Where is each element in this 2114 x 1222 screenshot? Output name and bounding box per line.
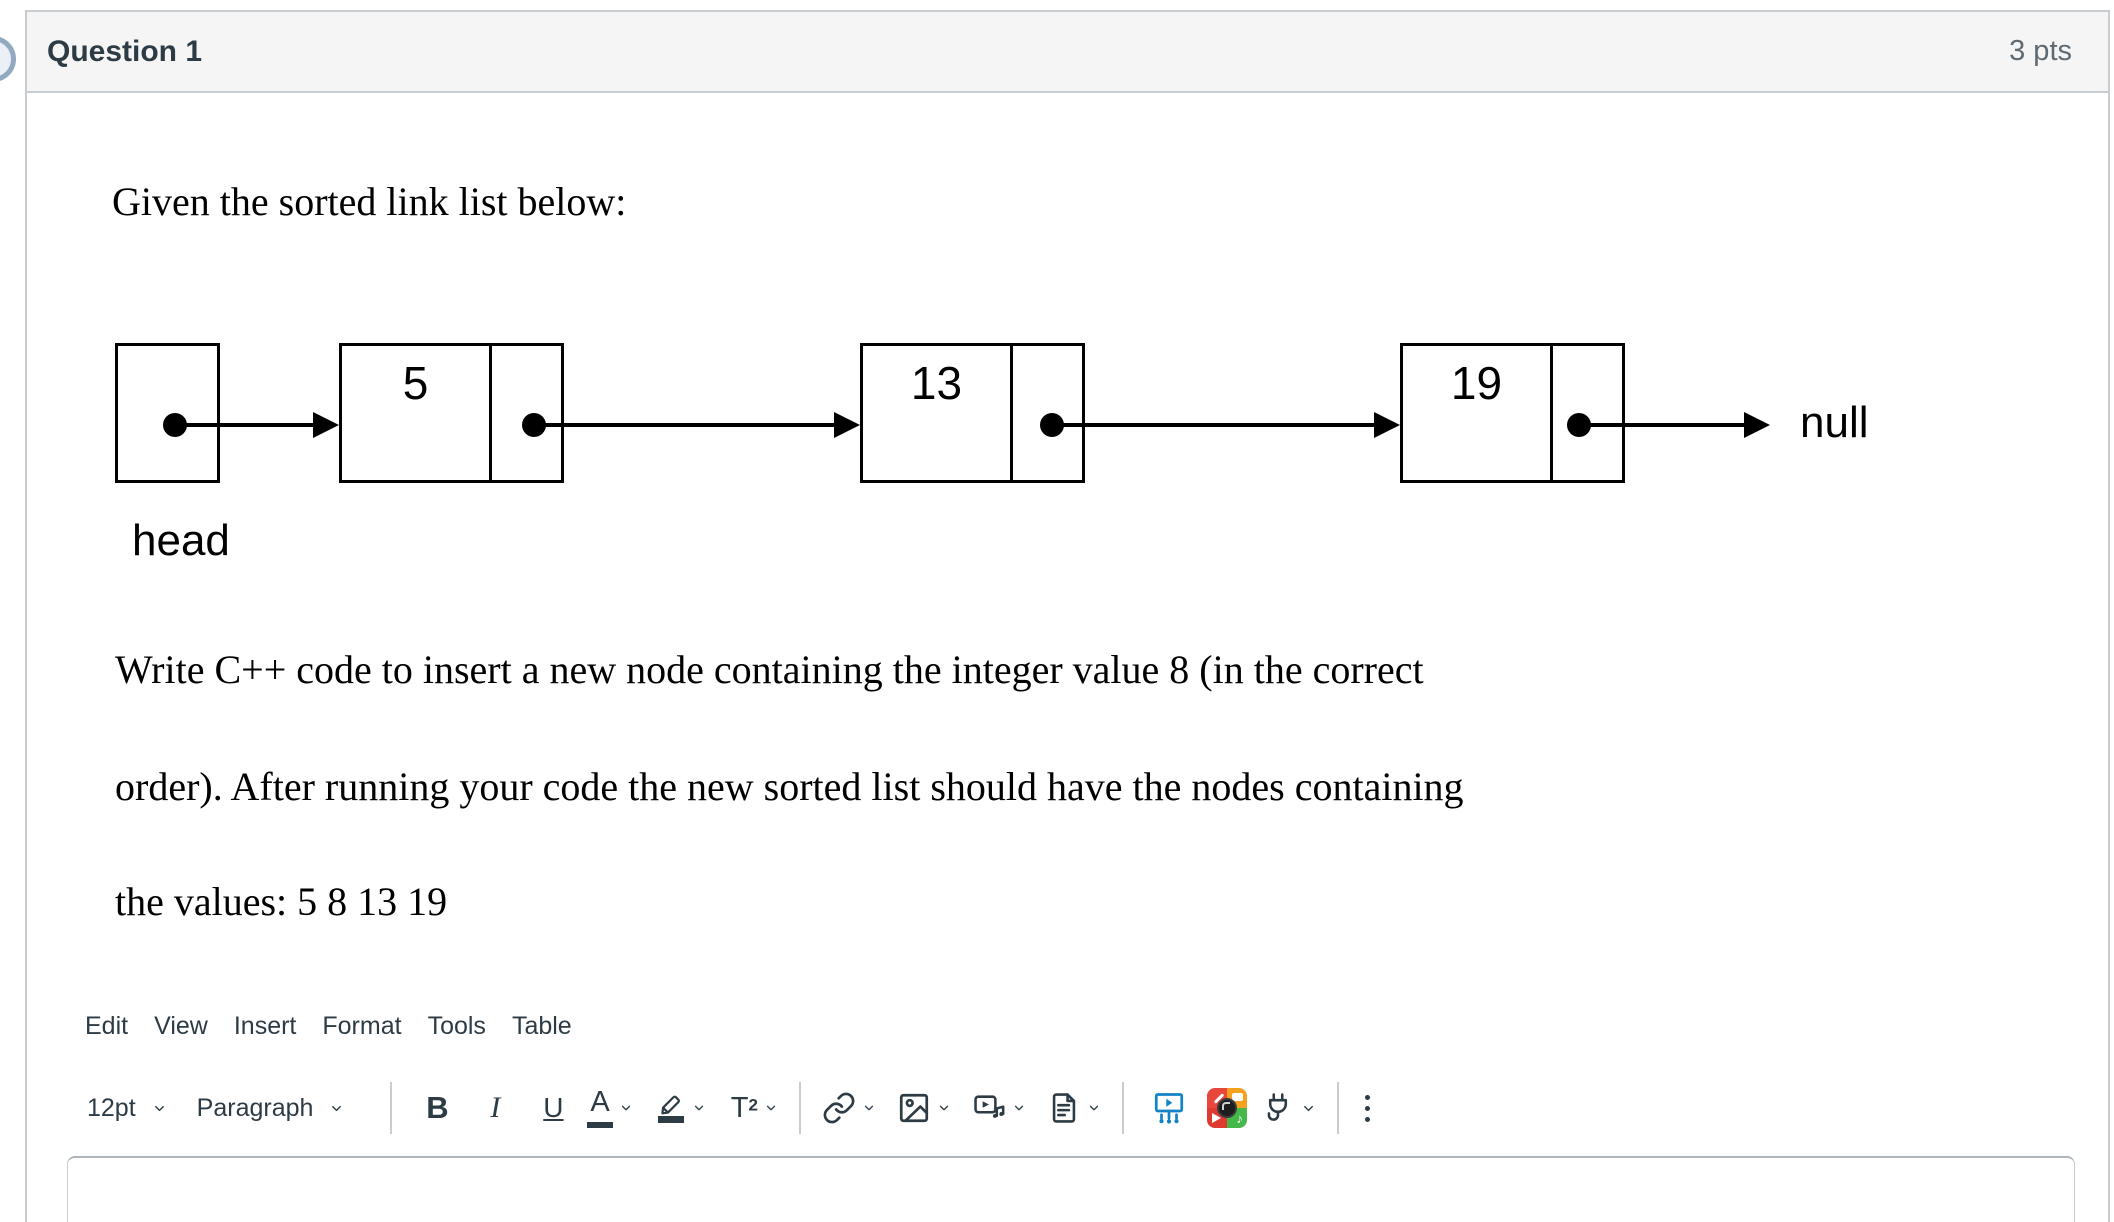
question-header: Question 1 3 pts bbox=[27, 12, 2108, 93]
list-node-1: 5 bbox=[339, 343, 564, 483]
chevron-down-icon bbox=[862, 1101, 876, 1115]
pointer-arrowhead bbox=[313, 412, 339, 438]
plugin-icon bbox=[1261, 1091, 1295, 1125]
menu-tools[interactable]: Tools bbox=[427, 1012, 486, 1040]
list-node-2: 13 bbox=[860, 343, 1085, 483]
link-icon bbox=[822, 1091, 856, 1125]
pointer-arrow bbox=[175, 423, 317, 427]
font-size-value: 12pt bbox=[87, 1093, 136, 1122]
node-pointer-cell bbox=[492, 346, 561, 480]
editor-menubar: Edit View Insert Format Tools Table bbox=[67, 998, 2075, 1046]
highlighter-icon bbox=[656, 1093, 686, 1123]
apps-plugin-button[interactable] bbox=[1261, 1091, 1316, 1125]
pointer-arrow bbox=[1579, 423, 1748, 427]
paragraph-format-dropdown[interactable]: Paragraph bbox=[197, 1094, 345, 1123]
head-label: head bbox=[132, 516, 230, 565]
pointer-arrowhead bbox=[1744, 412, 1770, 438]
font-size-dropdown[interactable]: 12pt bbox=[87, 1094, 167, 1123]
superscript-button[interactable]: T2 bbox=[731, 1092, 778, 1125]
node-divider bbox=[489, 346, 492, 480]
pointer-arrowhead bbox=[834, 412, 860, 438]
node-pointer-cell bbox=[1553, 346, 1622, 480]
node-divider bbox=[1010, 346, 1013, 480]
chevron-down-icon bbox=[152, 1101, 167, 1116]
menu-insert[interactable]: Insert bbox=[233, 1012, 297, 1040]
question-intro-text: Given the sorted link list below: bbox=[112, 179, 627, 224]
chevron-down-icon bbox=[329, 1101, 344, 1116]
question-points: 3 pts bbox=[2009, 35, 2072, 67]
media-apps-button[interactable]: ♪ bbox=[1204, 1084, 1250, 1132]
image-icon bbox=[897, 1091, 931, 1125]
media-icon bbox=[972, 1091, 1006, 1125]
list-node-3: 19 bbox=[1400, 343, 1625, 483]
question-drag-handle-icon bbox=[0, 36, 16, 82]
chevron-down-icon bbox=[937, 1101, 951, 1115]
toolbar-divider bbox=[1336, 1082, 1339, 1134]
italic-button[interactable]: I bbox=[490, 1091, 501, 1124]
chevron-down-icon bbox=[764, 1101, 778, 1115]
menu-view[interactable]: View bbox=[154, 1012, 208, 1040]
question-title: Question 1 bbox=[47, 34, 203, 68]
superscript-icon: T2 bbox=[730, 1091, 758, 1124]
node-value: 19 bbox=[1450, 357, 1503, 409]
menu-format[interactable]: Format bbox=[322, 1012, 402, 1040]
menu-table[interactable]: Table bbox=[511, 1012, 572, 1040]
text-color-button[interactable]: A bbox=[587, 1088, 632, 1128]
pointer-arrowhead bbox=[1374, 412, 1400, 438]
chevron-down-icon bbox=[692, 1101, 706, 1115]
chevron-down-icon bbox=[1012, 1101, 1026, 1115]
question-text-line: order). After running your code the new … bbox=[115, 764, 1464, 809]
null-label: null bbox=[1800, 398, 1869, 447]
editor-toolbar: 12pt Paragraph B I U A bbox=[67, 1082, 2075, 1134]
head-pointer-box bbox=[115, 343, 220, 483]
underline-button[interactable]: U bbox=[543, 1092, 564, 1123]
insert-document-button[interactable] bbox=[1047, 1091, 1101, 1125]
chevron-down-icon bbox=[1301, 1101, 1316, 1116]
node-divider bbox=[1550, 346, 1553, 480]
document-icon bbox=[1047, 1091, 1081, 1125]
rich-text-editor: Edit View Insert Format Tools Table 12pt… bbox=[67, 998, 2075, 1222]
question-body: Given the sorted link list below: 5 13 1… bbox=[27, 93, 2108, 998]
text-color-letter: A bbox=[587, 1088, 613, 1128]
chevron-down-icon bbox=[619, 1101, 633, 1115]
node-value: 13 bbox=[910, 357, 963, 409]
apps-icon: ♪ bbox=[1206, 1088, 1247, 1128]
highlight-color-button[interactable] bbox=[656, 1093, 706, 1123]
link-button[interactable] bbox=[822, 1091, 876, 1125]
question-text-line: the values: 5 8 13 19 bbox=[115, 879, 448, 924]
insert-media-button[interactable] bbox=[972, 1091, 1026, 1125]
kebab-menu-icon[interactable] bbox=[1355, 1089, 1380, 1128]
question-panel: Question 1 3 pts Given the sorted link l… bbox=[25, 10, 2110, 1222]
toolbar-divider bbox=[798, 1082, 801, 1134]
studio-media-button[interactable] bbox=[1146, 1084, 1192, 1132]
paragraph-format-value: Paragraph bbox=[196, 1093, 314, 1122]
menu-edit[interactable]: Edit bbox=[85, 1012, 129, 1040]
node-value: 5 bbox=[402, 357, 429, 409]
chevron-down-icon bbox=[1087, 1101, 1101, 1115]
bold-button[interactable]: B bbox=[426, 1090, 449, 1125]
studio-icon bbox=[1151, 1090, 1187, 1126]
pointer-arrow bbox=[534, 423, 838, 427]
question-text-line: Write C++ code to insert a new node cont… bbox=[115, 647, 1424, 692]
pointer-arrow bbox=[1052, 423, 1378, 427]
toolbar-divider bbox=[1121, 1082, 1124, 1134]
toolbar-divider bbox=[390, 1082, 393, 1134]
insert-image-button[interactable] bbox=[897, 1091, 951, 1125]
answer-textarea[interactable] bbox=[67, 1156, 2075, 1222]
